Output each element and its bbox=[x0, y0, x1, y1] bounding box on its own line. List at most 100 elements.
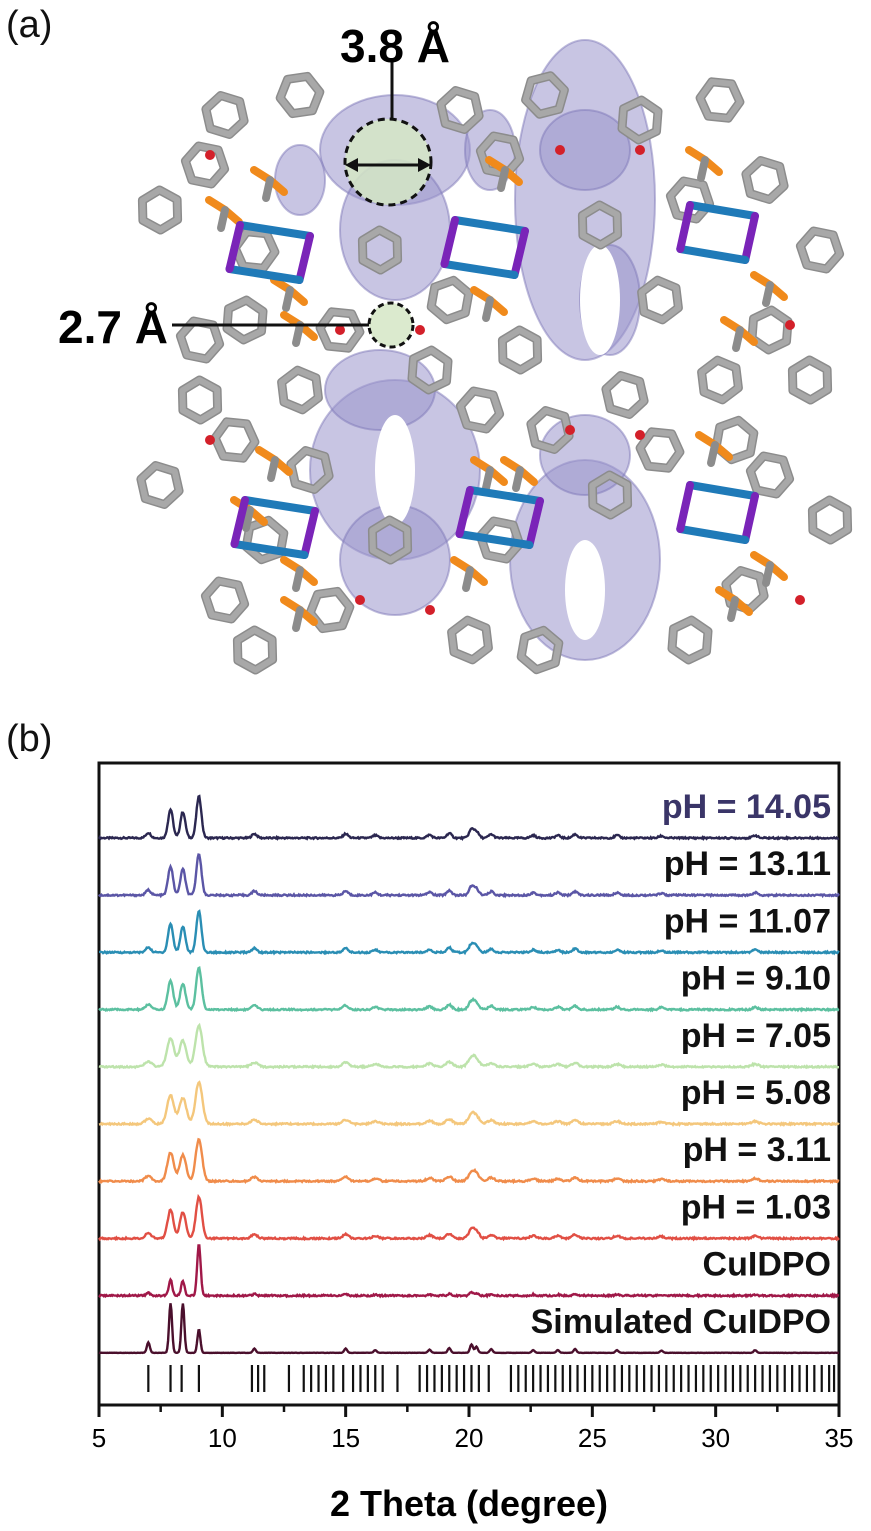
bond-stick bbox=[762, 281, 774, 307]
trace-label: pH = 7.05 bbox=[681, 1017, 831, 1055]
trace-label: pH = 5.08 bbox=[681, 1074, 831, 1112]
bond-stick bbox=[525, 497, 544, 549]
bond-stick bbox=[455, 530, 534, 549]
void-blob bbox=[324, 349, 436, 431]
phenyl-ring-highlight bbox=[697, 78, 743, 122]
xrd-trace-8 bbox=[98, 1244, 840, 1299]
pore-circle-small bbox=[367, 301, 415, 349]
bond-stick bbox=[217, 206, 229, 232]
bond-stick bbox=[225, 265, 304, 284]
bond-stick bbox=[267, 456, 279, 482]
x-tick-label: 20 bbox=[455, 1423, 484, 1453]
bond-stick bbox=[440, 260, 519, 279]
bond-stick bbox=[686, 481, 759, 500]
framework-bond-layer bbox=[136, 71, 853, 675]
oxygen-atom bbox=[555, 145, 565, 155]
panel-a-label: (a) bbox=[6, 4, 53, 46]
trace-label: pH = 3.11 bbox=[683, 1131, 831, 1169]
phenyl-ring-highlight bbox=[448, 617, 492, 663]
phenyl-ring-highlight bbox=[797, 228, 843, 272]
bond-stick bbox=[295, 232, 314, 284]
phenyl-ring-highlight bbox=[179, 377, 221, 423]
bond-stick bbox=[300, 507, 319, 559]
phenyl-ring-highlight bbox=[742, 157, 788, 203]
bond-stick bbox=[236, 221, 314, 240]
phenyl-ring-highlight bbox=[637, 428, 683, 472]
bond-stick bbox=[282, 286, 294, 312]
xrd-trace-3 bbox=[98, 966, 840, 1013]
bond-stick bbox=[512, 466, 524, 492]
phenyl-ring-highlight bbox=[369, 517, 411, 563]
bond-stick bbox=[676, 245, 750, 264]
bond-stick bbox=[741, 492, 759, 544]
trace-label: Simulated CuIDPO bbox=[531, 1303, 831, 1341]
trace-label: pH = 9.10 bbox=[681, 960, 831, 998]
crystal-structure-figure: 3.8 Å 2.7 Å bbox=[58, 20, 853, 675]
oxygen-atom bbox=[425, 605, 435, 615]
x-axis-title: 2 Theta (degree) bbox=[330, 1483, 608, 1524]
oxygen-atom bbox=[785, 320, 795, 330]
bond-stick bbox=[732, 326, 744, 352]
oxygen-atom bbox=[335, 325, 345, 335]
phenyl-ring-highlight bbox=[457, 388, 503, 432]
bond-stick bbox=[707, 441, 719, 467]
bond-stick bbox=[230, 496, 249, 548]
oxygen-atom bbox=[355, 595, 365, 605]
oxygen-atom bbox=[415, 325, 425, 335]
bond-stick bbox=[225, 221, 244, 273]
bond-stick bbox=[466, 486, 544, 505]
bond-stick bbox=[497, 166, 509, 192]
x-tick-label: 25 bbox=[578, 1423, 607, 1453]
phenyl-ring-highlight bbox=[137, 462, 183, 508]
xrd-trace-6 bbox=[98, 1137, 840, 1185]
oxygen-atom bbox=[205, 150, 215, 160]
x-tick-label: 30 bbox=[701, 1423, 730, 1453]
panel-b-label: (b) bbox=[6, 718, 53, 760]
phenyl-ring-highlight bbox=[212, 418, 258, 462]
phenyl-ring-highlight bbox=[579, 202, 621, 248]
phenyl-ring-highlight bbox=[602, 372, 648, 418]
oxygen-atom bbox=[205, 435, 215, 445]
bond-stick bbox=[697, 156, 709, 182]
pore-label-2-7: 2.7 Å bbox=[58, 301, 168, 353]
bond-stick bbox=[676, 481, 694, 533]
phenyl-ring-highlight bbox=[277, 73, 323, 117]
bond-stick bbox=[727, 596, 739, 622]
phenyl-ring-highlight bbox=[499, 327, 541, 373]
phenyl-ring-highlight bbox=[789, 357, 831, 403]
pore-marker-layer: 3.8 Å 2.7 Å bbox=[58, 20, 450, 353]
phenyl-ring-highlight bbox=[234, 627, 276, 673]
bond-stick bbox=[676, 201, 694, 253]
x-tick-label: 5 bbox=[92, 1423, 106, 1453]
phenyl-ring-highlight bbox=[202, 578, 248, 622]
void-hole bbox=[565, 540, 605, 640]
void-hole bbox=[580, 245, 620, 355]
arrowhead-left bbox=[345, 158, 358, 172]
xrd-trace-7 bbox=[98, 1193, 840, 1242]
phenyl-ring-highlight bbox=[428, 277, 472, 323]
phenyl-ring-highlight bbox=[224, 297, 266, 343]
xrd-trace-0 bbox=[97, 794, 840, 842]
reflection-tick-layer bbox=[147, 1365, 836, 1392]
oxygen-atom bbox=[635, 145, 645, 155]
bond-stick bbox=[482, 296, 494, 322]
phenyl-ring-highlight bbox=[667, 178, 713, 222]
bond-stick bbox=[462, 566, 474, 592]
xrd-trace-5 bbox=[98, 1080, 840, 1128]
phenyl-ring-highlight bbox=[638, 277, 682, 323]
trace-label: CuIDPO bbox=[703, 1246, 831, 1284]
bond-stick bbox=[241, 496, 319, 515]
xrd-trace-2 bbox=[99, 909, 840, 956]
xrd-trace-9 bbox=[98, 1303, 839, 1355]
void-blob bbox=[274, 144, 326, 216]
phenyl-ring-highlight bbox=[278, 367, 322, 413]
oxygen-atom bbox=[565, 425, 575, 435]
arrowhead-right bbox=[418, 158, 431, 172]
phenyl-ring-highlight bbox=[437, 87, 483, 133]
oxygen-atom bbox=[795, 595, 805, 605]
phenyl-ring-highlight bbox=[139, 187, 181, 233]
bond-stick bbox=[292, 321, 304, 347]
phenyl-ring-highlight bbox=[359, 227, 401, 273]
